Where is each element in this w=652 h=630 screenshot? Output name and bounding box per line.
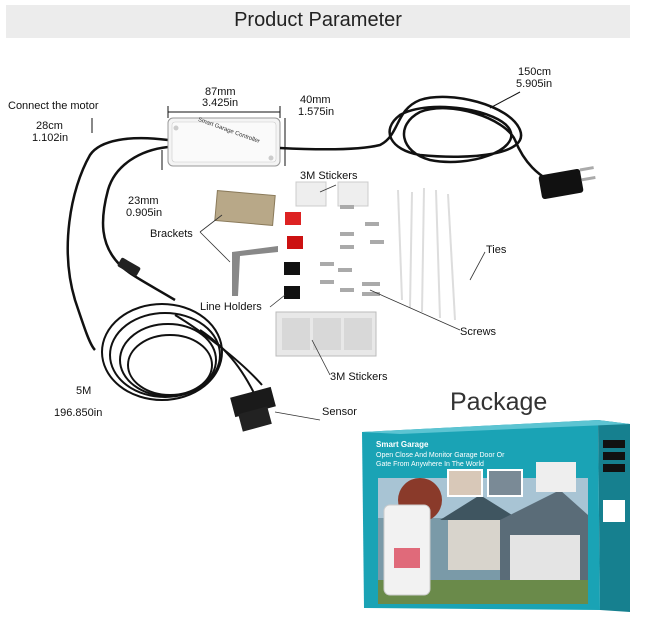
label-brackets: Brackets — [150, 228, 193, 240]
box-tagline-1: Open Close And Monitor Garage Door Or — [376, 452, 505, 459]
label-height-in: 0.905in — [126, 207, 163, 219]
label-connect-motor: Connect the motor — [8, 100, 99, 112]
header-bar: Product Parameter — [6, 5, 630, 38]
label-plug-cm: 150cm — [518, 66, 552, 78]
label-sensor-in: 196.850in — [54, 407, 103, 419]
label-ties: Ties — [486, 244, 507, 256]
box-brand: Smart Garage — [376, 440, 429, 449]
label-depth-mm: 40mm — [300, 94, 331, 106]
page-title: Product Parameter — [234, 9, 402, 31]
label-width-in: 3.425in — [202, 97, 239, 109]
package-title: Package — [450, 388, 548, 416]
label-stickers-top: 3M Stickers — [300, 170, 358, 182]
label-height-mm: 23mm — [128, 195, 159, 207]
label-depth-in: 1.575in — [298, 106, 335, 118]
label-sensor-length: 5M — [76, 385, 92, 397]
label-line-holders: Line Holders — [200, 301, 262, 313]
label-stickers-bottom: 3M Stickers — [330, 371, 388, 383]
box-tagline-2: Gate From Anywhere In The World — [376, 461, 484, 468]
label-sensor: Sensor — [322, 406, 357, 418]
label-screws: Screws — [460, 326, 497, 338]
label-plug-in: 5.905in — [516, 78, 553, 90]
label-cable1-in: 1.102in — [32, 132, 69, 144]
label-cable1-cm: 28cm — [36, 120, 63, 132]
label-width-mm: 87mm — [205, 86, 236, 98]
